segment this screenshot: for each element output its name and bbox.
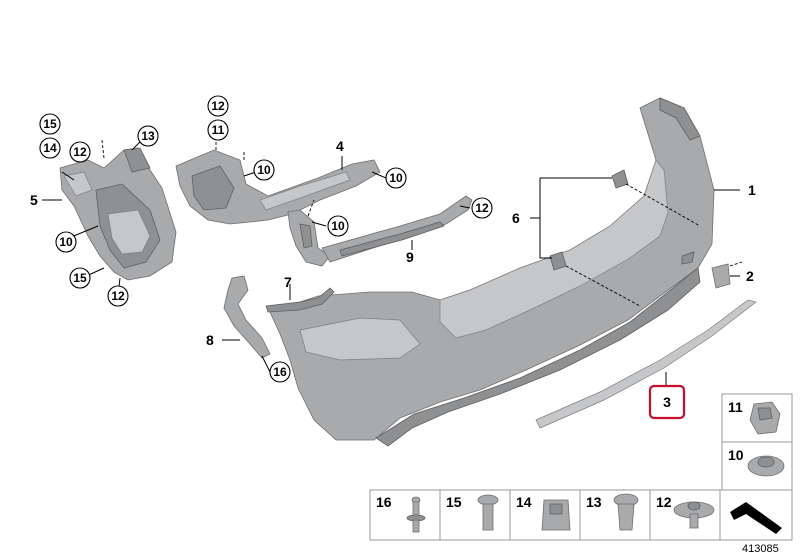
callout-5: 5	[30, 192, 38, 208]
fastener-box-15[interactable]: 15	[439, 489, 511, 541]
bolt-icon	[477, 494, 499, 531]
callout-9: 9	[406, 249, 414, 265]
circle-callout-m11: 11	[207, 119, 229, 141]
callout-8: 8	[206, 332, 214, 348]
diagram-id: 413085	[742, 543, 779, 555]
circle-callout-m12b: 12	[471, 197, 493, 219]
clip-upper-part[interactable]	[611, 169, 629, 189]
svg-text:10: 10	[389, 171, 403, 185]
bumper-cover-part[interactable]	[269, 97, 715, 447]
svg-text:16: 16	[376, 494, 392, 510]
callout-3: 3	[663, 394, 671, 410]
circle-callout-m10b: 10	[385, 167, 407, 189]
svg-text:13: 13	[586, 494, 602, 510]
circle-callout-l12b: 12	[107, 285, 129, 307]
fastener-box-14[interactable]: 14	[509, 489, 581, 541]
side-trim-part[interactable]	[265, 287, 335, 313]
svg-text:15: 15	[446, 494, 462, 510]
svg-text:10: 10	[728, 447, 744, 463]
support-strip-part[interactable]	[321, 195, 473, 263]
svg-text:15: 15	[73, 271, 87, 285]
circle-callout-l10a: 10	[55, 231, 77, 253]
fastener-box-16[interactable]: 16	[369, 489, 441, 541]
callout-3-highlight[interactable]: 3	[648, 384, 686, 420]
fastener-box-13[interactable]: 13	[579, 489, 651, 541]
svg-text:12: 12	[211, 99, 225, 113]
svg-text:14: 14	[516, 494, 532, 510]
fastener-box-11[interactable]: 11	[721, 393, 793, 443]
svg-text:15: 15	[43, 117, 57, 131]
circle-callout-r16: 16	[269, 361, 291, 383]
svg-text:13: 13	[141, 129, 155, 143]
circle-callout-l13: 13	[137, 125, 159, 147]
small-reflector-part[interactable]	[711, 263, 731, 289]
svg-text:12: 12	[475, 201, 489, 215]
circle-callout-l12a: 12	[69, 141, 91, 163]
push-rivet-icon	[613, 493, 639, 531]
square-clip-icon	[541, 499, 571, 531]
trim-strip-part[interactable]	[535, 299, 757, 429]
svg-text:10: 10	[257, 163, 271, 177]
svg-text:11: 11	[728, 399, 743, 415]
circle-callout-m10a: 10	[253, 159, 275, 181]
callout-4: 4	[336, 138, 344, 154]
symbol-box	[719, 489, 793, 541]
circle-callout-l14: 14	[39, 137, 61, 159]
fastener-box-10[interactable]: 10	[721, 441, 793, 491]
svg-text:12: 12	[73, 145, 87, 159]
svg-text:10: 10	[331, 219, 345, 233]
fastener-box-12[interactable]: 12	[649, 489, 721, 541]
circle-callout-m10c: 10	[327, 215, 349, 237]
circle-callout-l15b: 15	[69, 267, 91, 289]
svg-text:10: 10	[59, 235, 73, 249]
callout-6: 6	[512, 210, 520, 226]
svg-text:14: 14	[43, 141, 57, 155]
left-support-part[interactable]	[223, 275, 271, 359]
circle-callout-l15a: 15	[39, 113, 61, 135]
callout-1: 1	[748, 182, 756, 198]
svg-text:12: 12	[111, 289, 125, 303]
svg-text:16: 16	[273, 365, 287, 379]
expansion-rivet-icon	[673, 501, 715, 529]
screw-icon	[406, 496, 426, 533]
center-bracket-part[interactable]	[175, 149, 381, 267]
svg-text:12: 12	[656, 494, 672, 510]
circle-callout-m12: 12	[207, 95, 229, 117]
callout-7: 7	[284, 274, 292, 290]
svg-text:11: 11	[212, 123, 225, 137]
bumper-symbol-icon	[730, 502, 782, 534]
left-bracket-part[interactable]	[59, 147, 177, 281]
callout-2: 2	[746, 268, 754, 284]
